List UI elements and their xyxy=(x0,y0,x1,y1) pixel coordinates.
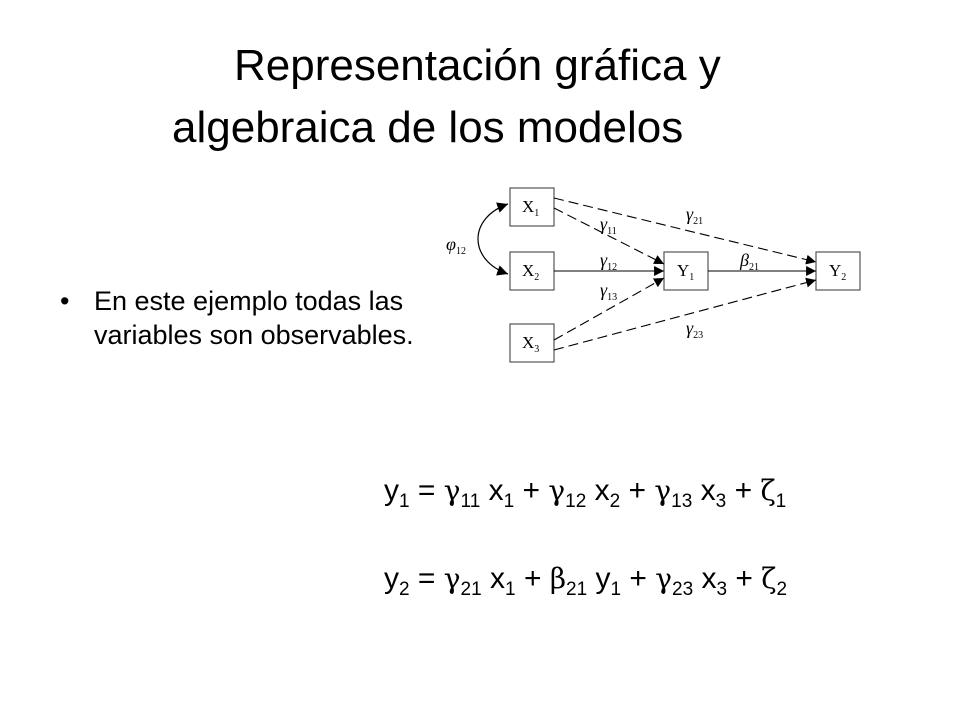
eq2-t1-var: x xyxy=(490,562,506,595)
eq1-plus-1: + xyxy=(522,474,541,507)
title-line-1: Representación gráfica y xyxy=(234,41,721,90)
equation-2: y2 = γ21 x1 + β21 y1 + γ23 x3 + ζ2 xyxy=(384,562,787,601)
eq1-lhs: y xyxy=(384,474,399,507)
eq1-t2-coef: γ xyxy=(548,474,566,507)
node-box-x2 xyxy=(509,251,555,291)
path-x3-y2 xyxy=(553,277,817,351)
eq1-t2-var: x xyxy=(594,474,610,507)
eq1-plus-3: + xyxy=(734,474,753,507)
path-x1-y1 xyxy=(553,207,665,265)
eq2-t1-coef: γ xyxy=(443,562,461,595)
path-x3-y1 xyxy=(553,277,665,341)
eq2-equals: = xyxy=(417,562,436,595)
eq2-t2-coef-sub: 21 xyxy=(566,579,588,601)
coef-label-phi12: φ12 xyxy=(446,234,466,257)
path-diagram: X1 X2 X3 Y1 Y2 φ12 γ11 γ12 γ13 γ21 β21 γ… xyxy=(446,187,861,363)
eq2-plus-2: + xyxy=(629,562,647,595)
eq2-lhs-sub: 2 xyxy=(399,579,410,601)
eq1-equals: = xyxy=(417,474,436,507)
eq2-t1-var-sub: 1 xyxy=(505,579,516,601)
eq1-t2-coef-sub: 12 xyxy=(565,491,587,513)
coef-label-b21: β21 xyxy=(739,250,759,273)
eq1-t1-var-sub: 1 xyxy=(503,491,515,513)
node-label-x1: X1 xyxy=(522,197,539,219)
coef-label-g21: γ21 xyxy=(686,204,703,227)
coef-label-g13: γ13 xyxy=(600,280,617,303)
eq2-t1-coef-sub: 21 xyxy=(460,579,482,601)
coef-label-g11: γ11 xyxy=(600,214,617,237)
equation-1: y1 = γ11 x1 + γ12 x2 + γ13 x3 + ζ1 xyxy=(384,474,786,513)
eq1-lhs-sub: 1 xyxy=(399,491,410,513)
eq1-t3-coef-sub: 13 xyxy=(671,491,693,513)
eq2-t3-coef-sub: 23 xyxy=(672,579,694,601)
eq1-t2-var-sub: 2 xyxy=(609,491,621,513)
eq1-t3-coef: γ xyxy=(654,474,672,507)
eq2-t2-var: y xyxy=(595,562,611,595)
eq2-t3-coef: γ xyxy=(655,562,673,595)
eq2-lhs: y xyxy=(384,562,399,595)
covariance-curve-phi12 xyxy=(477,202,509,276)
node-box-y2 xyxy=(815,251,861,291)
eq2-t2-coef: β xyxy=(549,562,566,595)
node-label-x2: X2 xyxy=(522,261,539,283)
eq1-error: ζ xyxy=(760,474,776,507)
eq2-plus-1: + xyxy=(523,562,542,595)
node-label-y2: Y2 xyxy=(829,261,846,283)
eq2-t3-var-sub: 3 xyxy=(716,579,728,601)
eq1-t3-var: x xyxy=(700,474,716,507)
eq1-t1-coef-sub: 11 xyxy=(460,491,481,513)
eq2-plus-3: + xyxy=(735,562,753,595)
node-box-x3 xyxy=(509,323,555,363)
coef-label-g23: γ23 xyxy=(686,318,703,341)
node-label-x3: X3 xyxy=(522,333,539,355)
node-box-x1 xyxy=(509,187,555,227)
eq1-t1-var: x xyxy=(488,474,504,507)
eq1-error-sub: 1 xyxy=(775,491,787,513)
coef-label-g12: γ12 xyxy=(600,250,617,273)
eq2-t3-var: x xyxy=(701,562,717,595)
eq1-t3-var-sub: 3 xyxy=(715,491,727,513)
bullet-marker: • xyxy=(60,286,70,316)
eq1-plus-2: + xyxy=(628,474,647,507)
eq2-error: ζ xyxy=(761,562,777,595)
title-line-2: algebraica de los modelos xyxy=(172,103,684,152)
bullet-text: En este ejemplo todas las variables son … xyxy=(94,286,414,350)
node-label-y1: Y1 xyxy=(677,261,694,283)
eq1-t1-coef: γ xyxy=(443,474,461,507)
eq2-error-sub: 2 xyxy=(776,579,788,601)
eq2-t2-var-sub: 1 xyxy=(610,579,622,601)
